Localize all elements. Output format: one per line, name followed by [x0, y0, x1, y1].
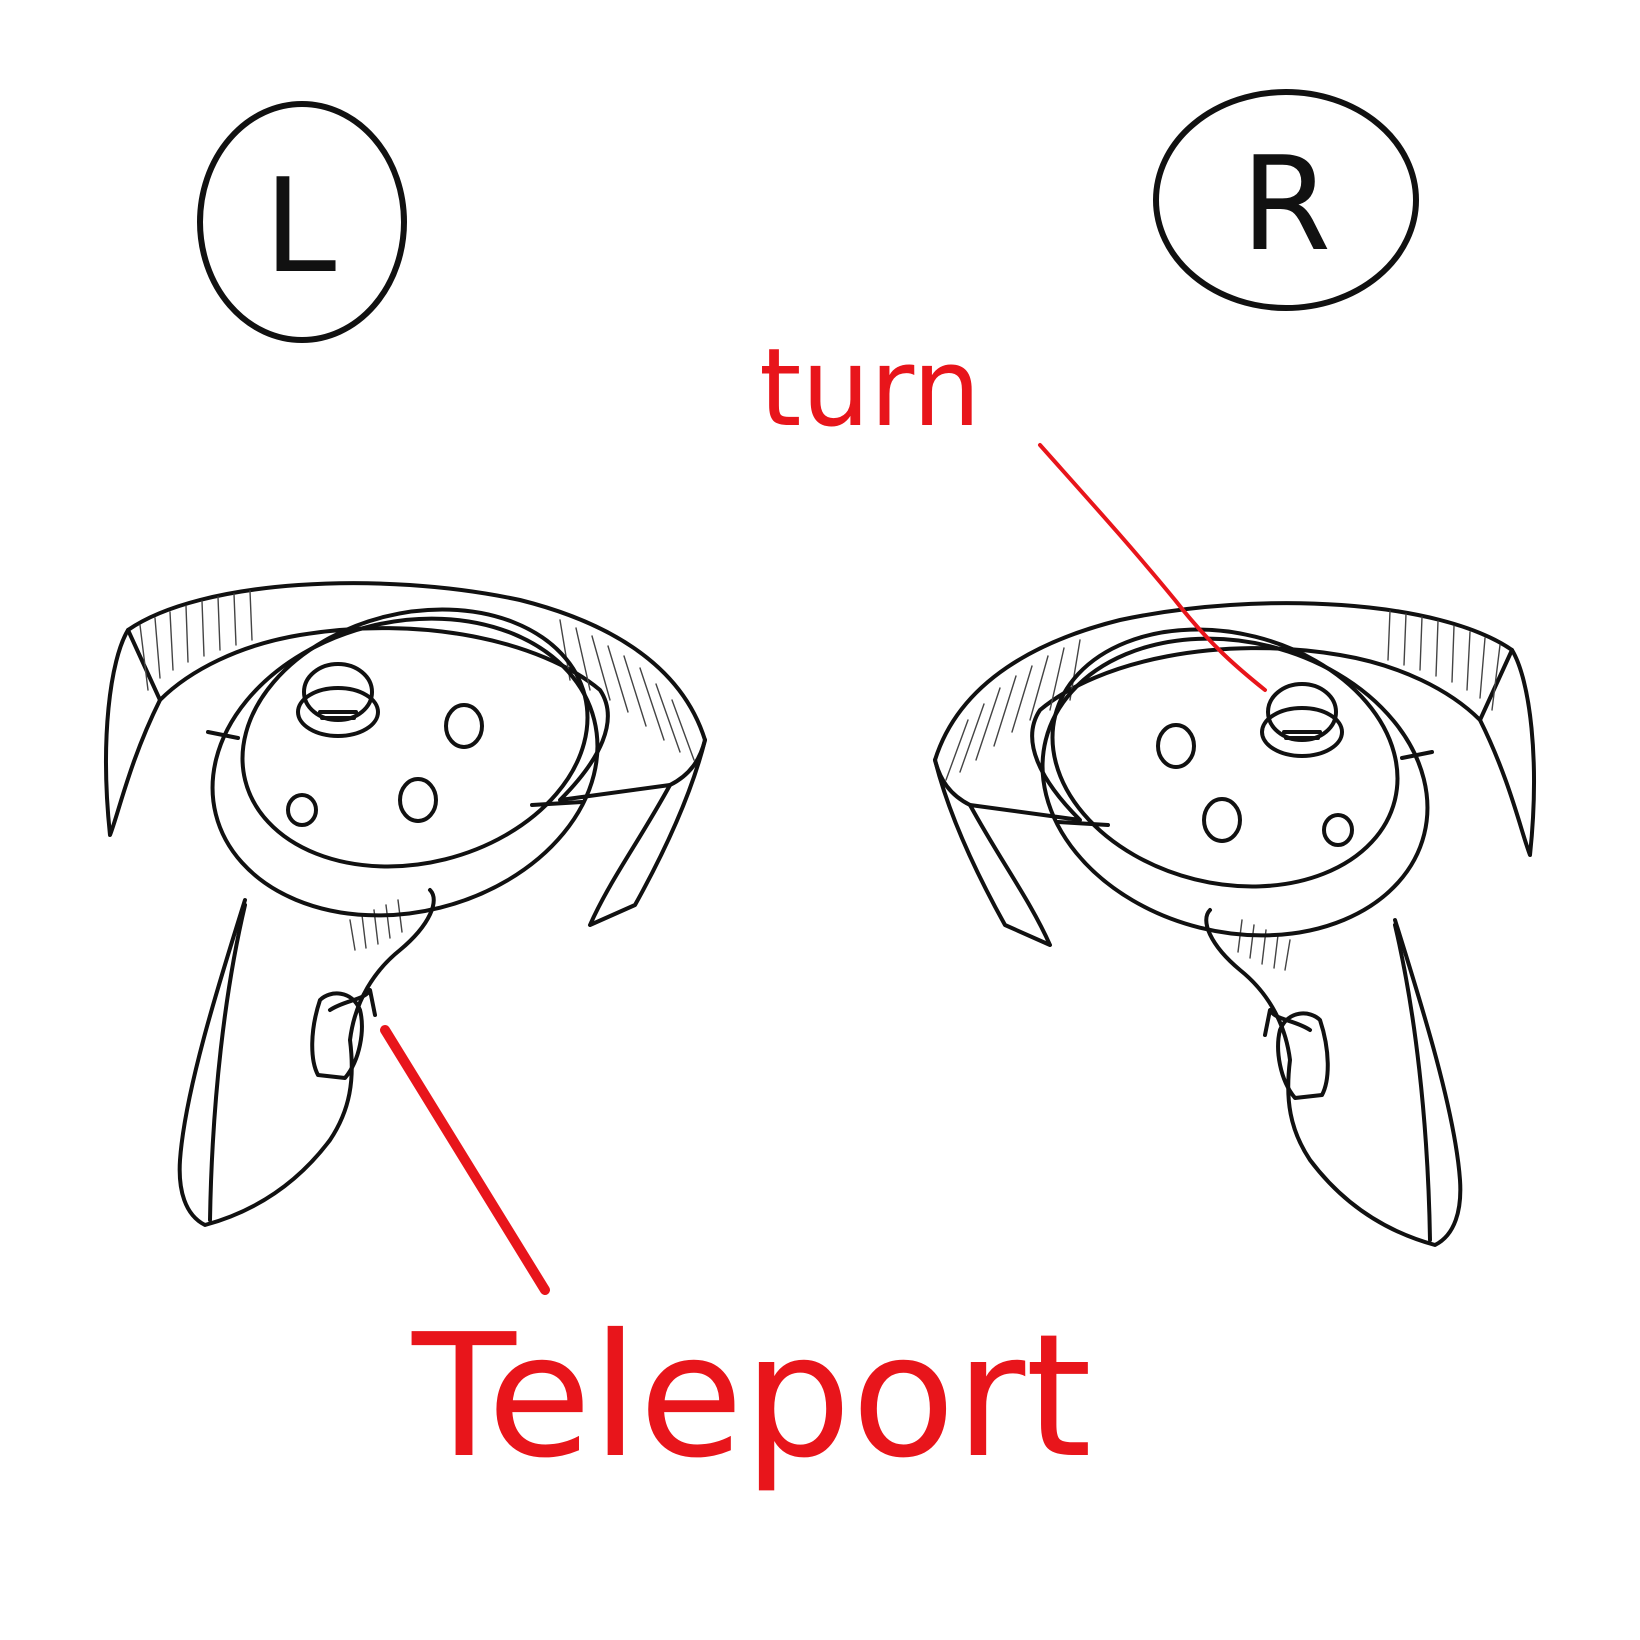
left-badge-label: L: [264, 150, 336, 302]
right-grip-hatching: [1237, 919, 1291, 971]
left-button-y-icon: [444, 703, 484, 749]
turn-callout-line: [1038, 443, 1267, 692]
right-ring-hatching: [945, 610, 1501, 781]
teleport-callout: Teleport: [380, 1025, 1092, 1496]
left-menu-button-icon: [286, 793, 318, 827]
right-thumbstick-icon: [1260, 682, 1344, 758]
right-button-a-icon: [1202, 797, 1242, 843]
teleport-label: Teleport: [411, 1298, 1092, 1496]
left-grip-hatching: [349, 899, 403, 951]
left-thumbstick-icon: [296, 662, 380, 738]
right-oculus-button-icon: [1322, 813, 1354, 847]
teleport-callout-line: [380, 1025, 550, 1295]
left-badge-circle: [197, 101, 407, 343]
right-controller-icon: [933, 601, 1536, 1247]
left-badge: L: [197, 101, 407, 343]
left-ring-hatching: [139, 590, 695, 761]
right-button-b-icon: [1156, 723, 1196, 769]
left-button-x-icon: [398, 777, 438, 823]
right-badge-circle: [1153, 89, 1419, 311]
turn-label: turn: [759, 326, 981, 451]
turn-callout: turn: [759, 326, 1267, 692]
left-controller-icon: [104, 581, 707, 1227]
right-badge: R: [1153, 89, 1419, 311]
right-badge-label: R: [1241, 128, 1331, 280]
